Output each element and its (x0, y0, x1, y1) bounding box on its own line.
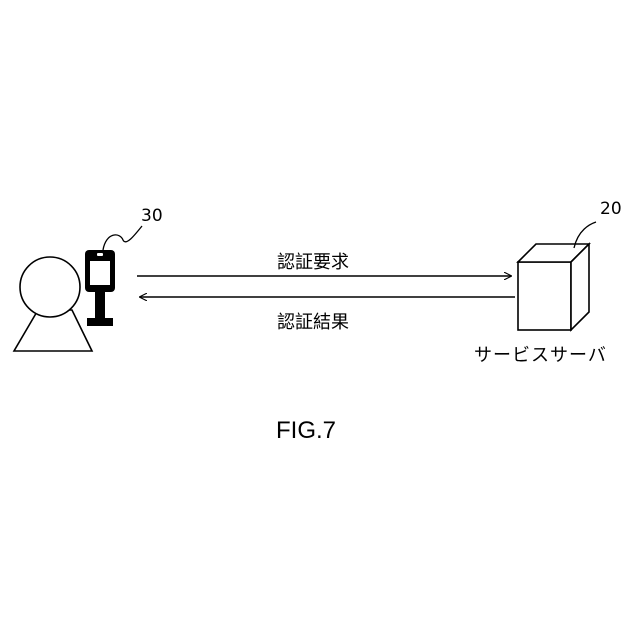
server-front-face (518, 262, 571, 330)
ref-number-user-terminal: 30 (141, 208, 163, 225)
server-box-icon (518, 244, 589, 330)
smartphone-icon (85, 250, 115, 326)
user-head (20, 257, 80, 317)
auth-result-label: 認証結果 (277, 314, 349, 332)
auth-request-label: 認証要求 (277, 254, 349, 272)
service-server-label: サービスサーバ (474, 347, 607, 365)
leader-line-user (103, 226, 142, 250)
user-icon (14, 257, 92, 351)
ref-number-service-server: 20 (600, 201, 622, 218)
figure-label: FIG.7 (276, 419, 336, 443)
